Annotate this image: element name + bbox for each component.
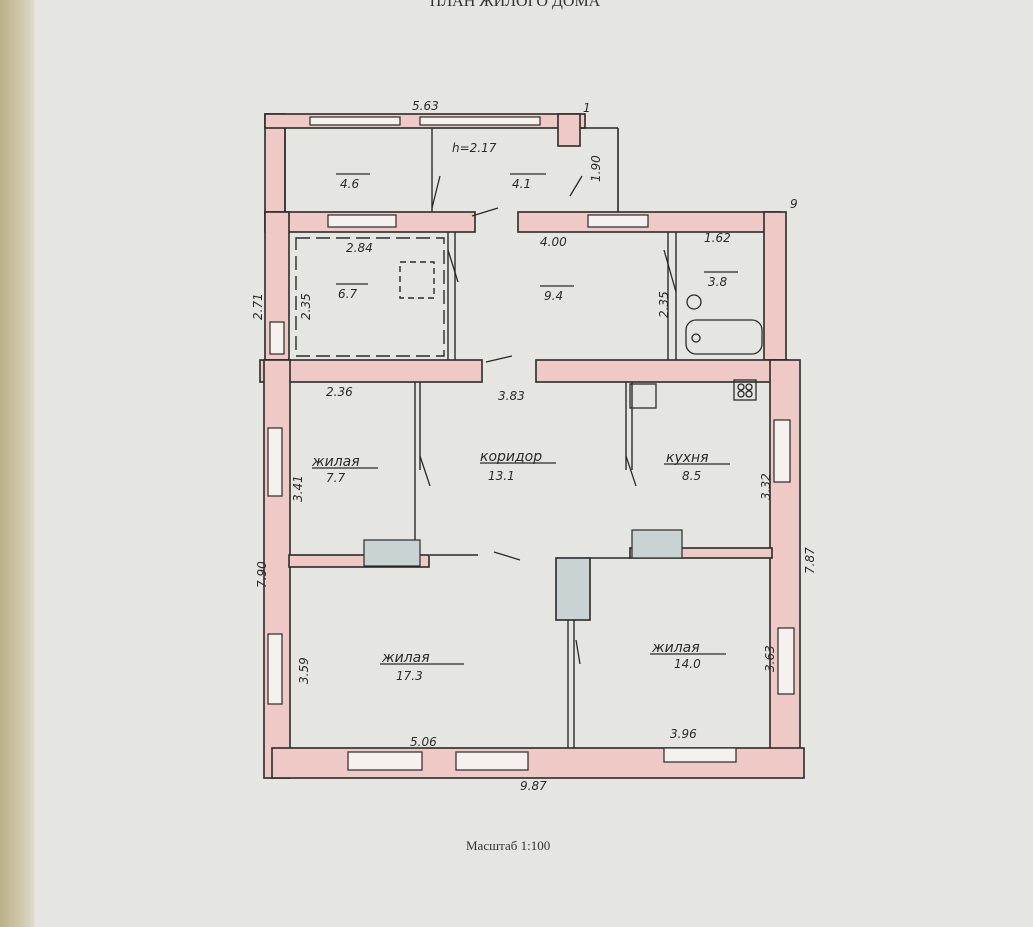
dim-hall-w: 4.00 <box>540 235 567 249</box>
storage-outline <box>295 237 445 357</box>
sink <box>629 383 657 409</box>
window-bottom-3 <box>663 747 737 763</box>
area-porch-left: 4.6 <box>340 177 359 191</box>
corner-label-9: 9 <box>790 197 798 211</box>
dim-bath-w: 1.62 <box>704 231 731 245</box>
plan-title: ПЛАН ЖИЛОГО ДОМА <box>430 0 601 10</box>
name-kitchen: кухня <box>666 450 709 466</box>
doors <box>419 175 677 665</box>
wall-porch-corner <box>557 113 581 147</box>
wall-porch-left <box>264 113 286 217</box>
window-bottom-2 <box>455 751 529 771</box>
fixtures <box>629 294 763 409</box>
dim-corridor-w: 3.83 <box>498 389 525 403</box>
dim-bedroom-h: 3.41 <box>291 475 305 502</box>
corner-label-1: 1 <box>583 101 591 115</box>
area-kitchen: 8.5 <box>682 469 701 483</box>
dim-left-upper: 2.71 <box>251 293 265 320</box>
name-corridor: коридор <box>480 449 542 465</box>
walls <box>259 113 805 779</box>
hatch <box>399 261 435 299</box>
bathtub <box>685 319 763 355</box>
window-living-right <box>777 627 795 695</box>
stove-bedroom <box>363 539 421 567</box>
dim-bottom-total: 9.87 <box>520 779 547 793</box>
stove-kitchen <box>631 529 683 559</box>
dim-right-total: 7.87 <box>803 547 817 574</box>
area-bedroom-small: 7.7 <box>326 471 345 485</box>
dim-storage-w: 2.84 <box>346 241 373 255</box>
area-hall: 9.4 <box>544 289 563 303</box>
area-living-right: 14.0 <box>674 657 701 671</box>
wall-mid-left <box>259 359 483 383</box>
window-bottom-1 <box>347 751 423 771</box>
dim-storage-h: 2.35 <box>299 293 313 320</box>
wall-inner-right <box>629 547 773 559</box>
dim-porch-side: 1.90 <box>589 155 603 182</box>
window-kitchen <box>773 419 791 483</box>
area-living-left: 17.3 <box>396 669 423 683</box>
window-bath <box>587 214 649 228</box>
window-porch-2 <box>419 116 541 126</box>
name-living-right: жилая <box>651 640 700 656</box>
dim-top-porch: 5.63 <box>412 99 439 113</box>
area-corridor: 13.1 <box>488 469 515 483</box>
toilet <box>686 294 702 310</box>
porch-height: h=2.17 <box>452 141 497 155</box>
dim-living-right-h: 3.63 <box>763 645 777 672</box>
wall-top-right <box>517 211 781 233</box>
dim-left-total: 7.90 <box>255 561 269 588</box>
dim-bedroom-w: 2.36 <box>326 385 353 399</box>
dim-kitchen-h: 3.32 <box>759 473 773 500</box>
name-living-left: жилая <box>381 650 430 666</box>
window-bedroom <box>267 427 283 497</box>
name-bedroom-small: жилая <box>311 454 360 470</box>
window-left-upper <box>269 321 285 355</box>
wall-right-upper <box>763 211 787 361</box>
window-porch-1 <box>309 116 401 126</box>
area-storage: 6.7 <box>338 287 357 301</box>
dim-living-right-w: 3.96 <box>670 727 697 741</box>
scale-label: Масштаб 1:100 <box>466 838 550 853</box>
area-bath: 3.8 <box>708 275 727 289</box>
stove <box>555 557 591 621</box>
window-living-left <box>267 633 283 705</box>
windows <box>267 116 795 771</box>
dim-bath-h: 2.35 <box>657 291 671 318</box>
wall-mid-right <box>535 359 789 383</box>
dim-living-left-h: 3.59 <box>297 657 311 684</box>
area-porch-right: 4.1 <box>512 177 531 191</box>
cooker <box>733 379 757 401</box>
window-storage <box>327 214 397 228</box>
dim-living-left-w: 5.06 <box>410 735 437 749</box>
